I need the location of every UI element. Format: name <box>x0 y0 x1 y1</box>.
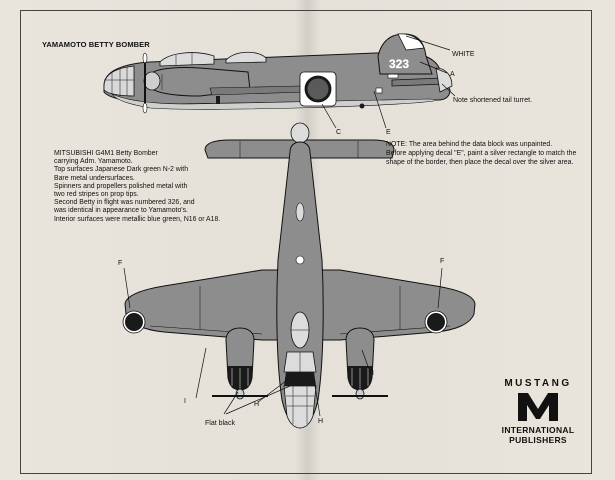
callout-flat-black: Flat black <box>205 420 235 427</box>
spec-line: Bare metal undersurfaces. <box>54 174 135 182</box>
spec-line: MITSUBISHI G4M1 Betty Bomber <box>54 150 158 157</box>
aircraft-description: MITSUBISHI G4M1 Betty Bomber carrying Ad… <box>54 150 254 224</box>
logo-brand: MUSTANG <box>504 378 572 389</box>
spec-line: was identical in appearance to Yamamoto'… <box>54 207 188 215</box>
spec-line: Second Betty in flight was numbered 326,… <box>54 199 195 207</box>
decal-note: NOTE: The area behind the data block was… <box>386 140 582 167</box>
callout-i-left: I <box>184 398 186 405</box>
logo-line-publishers: PUBLISHERS <box>509 435 567 445</box>
logo-line-international: INTERNATIONAL <box>501 425 575 435</box>
note-line: NOTE: The area behind the data block was… <box>386 141 553 148</box>
spec-line: Top surfaces Japanese Dark green N-2 wit… <box>54 166 189 174</box>
note-line: shape of the border, then place the deca… <box>386 159 574 166</box>
callout-i-right: I <box>372 370 374 377</box>
callout-c: C <box>336 129 342 136</box>
spec-line: Interior surfaces were metallic blue gre… <box>54 215 221 223</box>
spec-line: two red stripes on prop tips. <box>54 191 139 199</box>
callout-h-right: H <box>318 418 324 425</box>
side-view: 323 <box>103 33 456 129</box>
page-border <box>20 10 592 474</box>
callout-a: A <box>450 71 455 78</box>
callout-f-left: F <box>118 260 123 267</box>
publisher-logo: MUSTANG INTERNATIONAL PUBLISHERS <box>490 378 586 445</box>
logo-m-mark <box>518 393 558 421</box>
callout-shortened-tail: Note shortened tail turret. <box>453 97 532 104</box>
callout-f-right: F <box>440 258 445 265</box>
spec-line: Spinners and propellers polished metal w… <box>54 182 188 190</box>
plan-view <box>122 122 476 429</box>
callout-h-left: H <box>254 401 260 408</box>
tail-number: 323 <box>389 57 409 71</box>
callout-e: E <box>386 129 391 136</box>
spec-line: carrying Adm. Yamamoto. <box>54 158 133 166</box>
callout-white: WHITE <box>452 51 475 58</box>
page-title: YAMAMOTO BETTY BOMBER <box>42 40 150 49</box>
note-line: Before applying decal "E", paint a silve… <box>386 150 577 157</box>
